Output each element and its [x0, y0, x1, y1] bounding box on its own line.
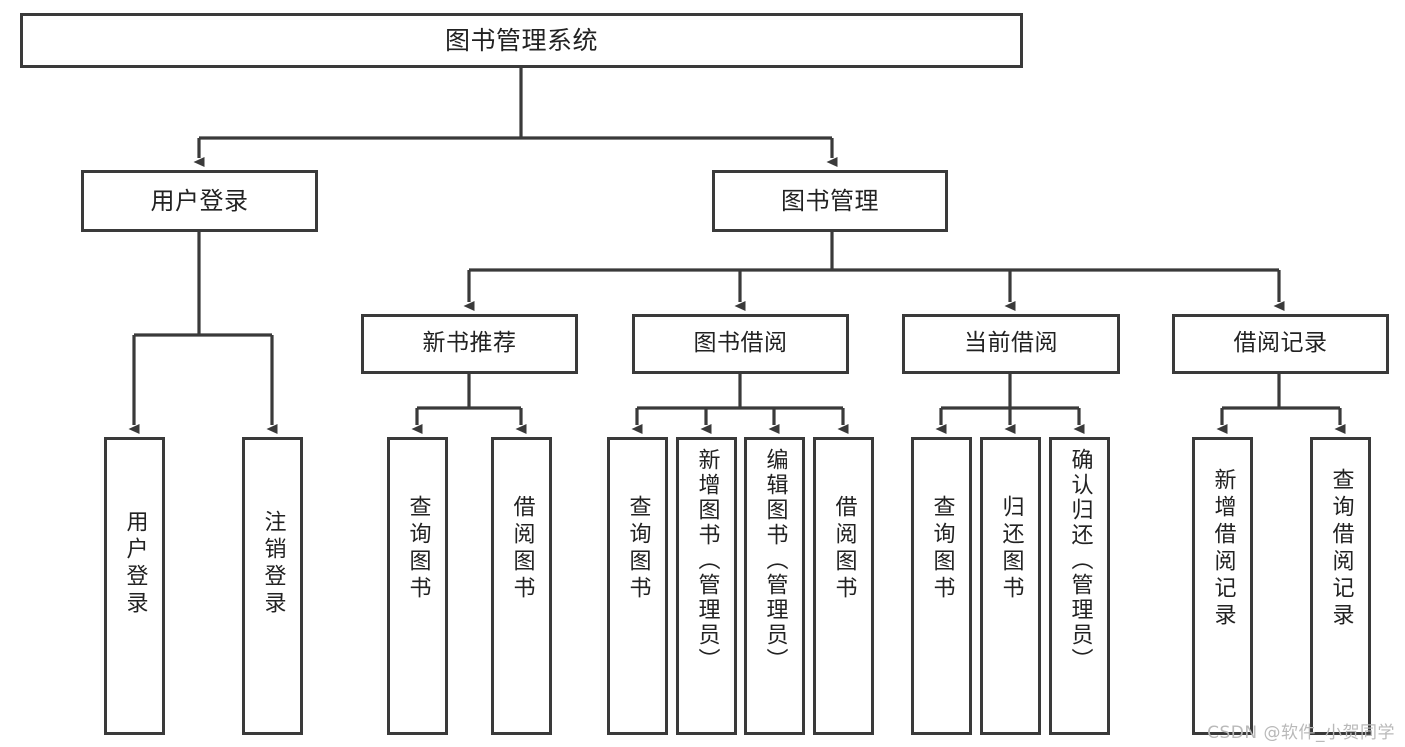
- csdn-watermark: CSDN @软件_小贺同学: [1207, 723, 1395, 743]
- leaf-new-book-borrow-books[interactable]: 借阅图书: [491, 437, 552, 735]
- node-root-book-management-system[interactable]: 图书管理系统: [20, 13, 1023, 68]
- node-user-login[interactable]: 用户登录: [81, 170, 318, 232]
- node-label: 编辑图书（管理员）: [762, 448, 788, 673]
- node-label: 图书管理: [781, 186, 879, 215]
- leaf-borrow-record-query-record[interactable]: 查询借阅记录: [1310, 437, 1371, 735]
- node-borrow-record[interactable]: 借阅记录: [1172, 314, 1389, 374]
- node-label: 用户登录: [150, 186, 249, 215]
- leaf-book-borrow-borrow-books[interactable]: 借阅图书: [813, 437, 874, 735]
- node-label: 查询图书: [405, 495, 431, 603]
- leaf-book-borrow-query-books[interactable]: 查询图书: [607, 437, 668, 735]
- leaf-user-login-sign-in[interactable]: 用户登录: [104, 437, 165, 735]
- node-label: 借阅图书: [831, 495, 857, 603]
- node-label: 查询借阅记录: [1328, 468, 1354, 630]
- node-label: 借阅记录: [1233, 330, 1328, 357]
- leaf-current-borrow-confirm-return-admin[interactable]: 确认归还（管理员）: [1049, 437, 1110, 735]
- leaf-current-borrow-return-books[interactable]: 归还图书: [980, 437, 1041, 735]
- node-label: 用户登录: [122, 510, 148, 618]
- leaf-book-borrow-add-book-admin[interactable]: 新增图书（管理员）: [676, 437, 737, 735]
- leaf-book-borrow-edit-book-admin[interactable]: 编辑图书（管理员）: [744, 437, 805, 735]
- leaf-new-book-query-books[interactable]: 查询图书: [387, 437, 448, 735]
- node-label: 新增图书（管理员）: [694, 448, 720, 673]
- node-book-borrow[interactable]: 图书借阅: [632, 314, 849, 374]
- node-new-book-recommendation[interactable]: 新书推荐: [361, 314, 578, 374]
- node-label: 查询图书: [625, 495, 651, 603]
- node-label: 图书管理系统: [444, 25, 598, 55]
- node-label: 新书推荐: [422, 330, 517, 357]
- node-label: 查询图书: [929, 495, 955, 603]
- node-label: 新增借阅记录: [1210, 468, 1236, 630]
- leaf-current-borrow-query-books[interactable]: 查询图书: [911, 437, 972, 735]
- node-label: 借阅图书: [509, 495, 535, 603]
- node-label: 图书借阅: [693, 330, 788, 357]
- leaf-user-login-sign-out[interactable]: 注销登录: [242, 437, 303, 735]
- node-book-management[interactable]: 图书管理: [712, 170, 948, 232]
- node-current-borrow[interactable]: 当前借阅: [902, 314, 1120, 374]
- node-label: 当前借阅: [964, 330, 1058, 357]
- node-label: 确认归还（管理员）: [1067, 448, 1093, 673]
- leaf-borrow-record-add-record[interactable]: 新增借阅记录: [1192, 437, 1253, 735]
- node-label: 归还图书: [998, 495, 1024, 603]
- node-label: 注销登录: [260, 510, 286, 618]
